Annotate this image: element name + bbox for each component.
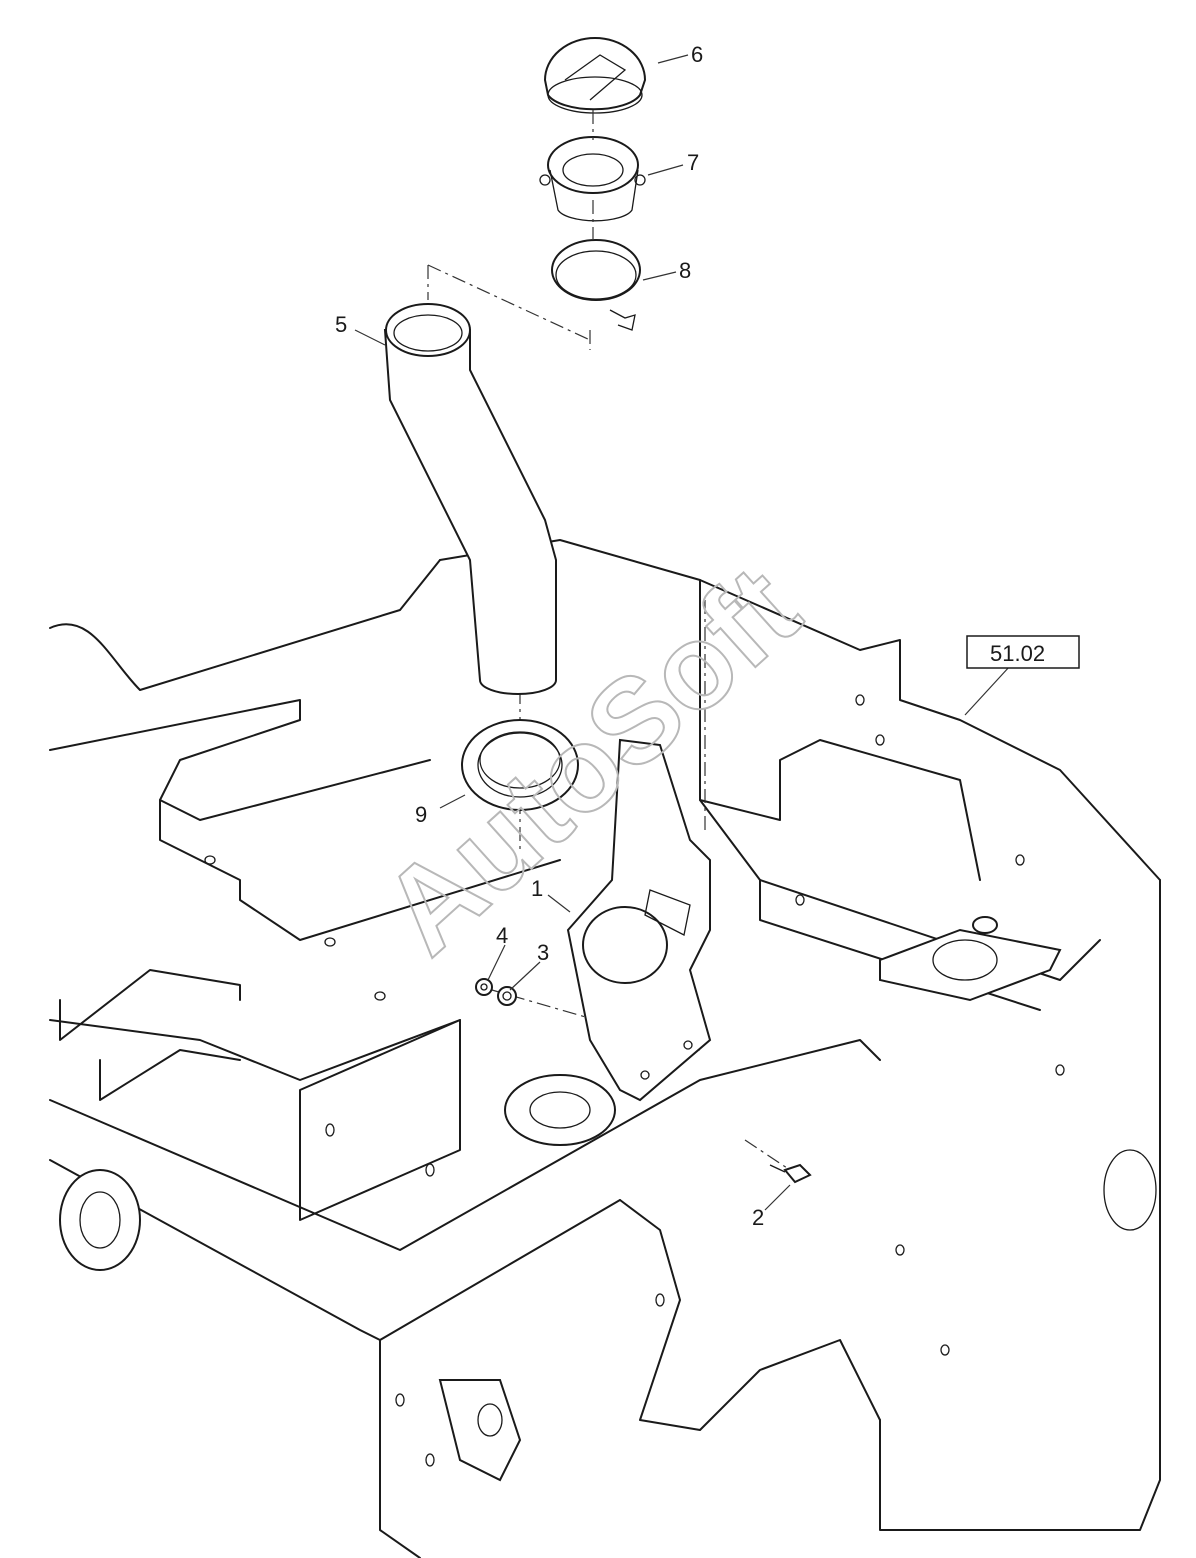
callout-9: 9 <box>415 802 427 827</box>
filler-hose <box>383 303 557 695</box>
bracket-plate <box>566 738 712 1102</box>
callout-6: 6 <box>691 42 703 67</box>
callout-leaders <box>354 54 1011 1211</box>
reference-label: 51.02 <box>990 641 1045 666</box>
callout-3: 3 <box>537 940 549 965</box>
fuel-cap <box>543 37 647 114</box>
bolt <box>769 1163 812 1184</box>
reference-box: 51.02 <box>966 635 1080 669</box>
nut-and-washer <box>475 978 517 1006</box>
callout-4: 4 <box>496 923 508 948</box>
callout-7: 7 <box>687 150 699 175</box>
callout-2: 2 <box>752 1205 764 1230</box>
hose-clamp <box>551 239 641 331</box>
callout-8: 8 <box>679 258 691 283</box>
filler-neck-adapter <box>539 136 646 222</box>
callout-1: 1 <box>531 876 543 901</box>
grommet <box>461 719 579 811</box>
chassis-frame <box>49 539 1161 1558</box>
assembly-centerlines <box>427 110 791 1171</box>
callout-5: 5 <box>335 312 347 337</box>
